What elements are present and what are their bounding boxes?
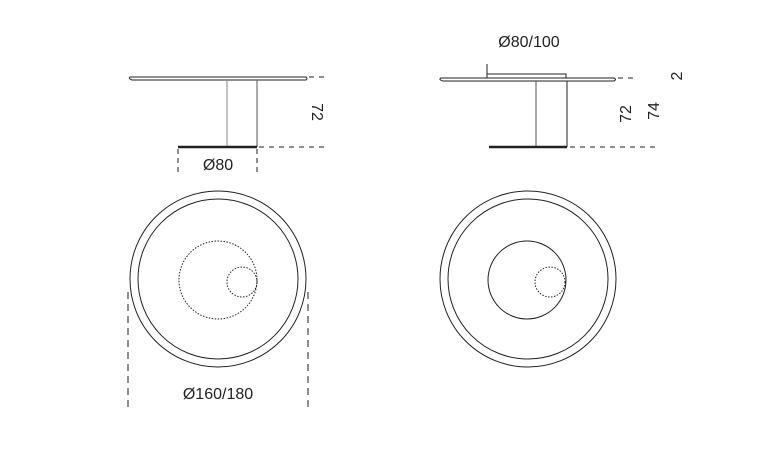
left-base-diameter-label: Ø80 <box>202 157 234 174</box>
right-insert-circle <box>487 240 567 320</box>
left-outer-circle <box>129 190 307 368</box>
left-top-diameter-label: Ø160/180 <box>182 386 254 403</box>
left-inner-circle <box>137 198 299 360</box>
right-insert <box>486 73 567 79</box>
left-column-circle-hidden <box>226 266 258 298</box>
left-base-circle-hidden <box>178 240 258 320</box>
right-insert-diameter-label: Ø80/100 <box>498 34 560 51</box>
right-inner-circle <box>447 198 609 360</box>
right-insert-thickness-label: 2 <box>669 71 686 81</box>
left-plan-view <box>127 190 309 410</box>
left-tabletop <box>128 76 308 81</box>
right-height-total-label: 74 <box>646 102 663 120</box>
left-height-label: 72 <box>308 103 325 121</box>
right-outer-circle <box>439 190 617 368</box>
right-plan-view <box>439 190 617 368</box>
right-tabletop <box>439 77 616 82</box>
right-height-base-label: 72 <box>618 105 635 123</box>
right-side-elevation <box>439 64 660 149</box>
right-column-circle-hidden <box>534 266 566 298</box>
left-side-elevation <box>128 76 328 174</box>
